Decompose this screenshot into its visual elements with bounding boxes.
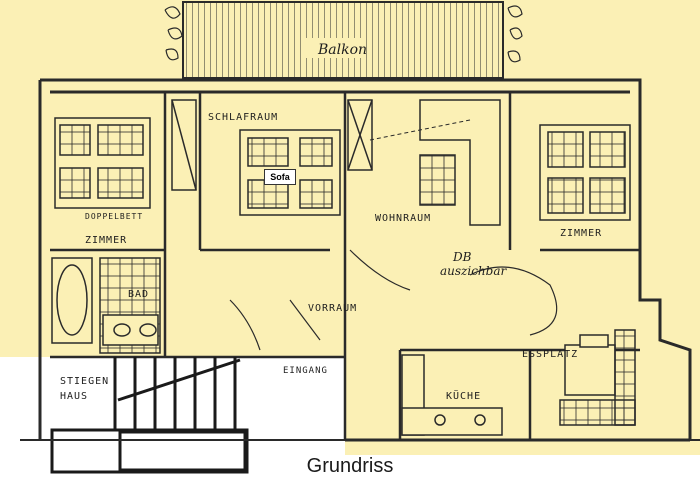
label-auszichbar: auszichbar: [440, 264, 507, 278]
label-db: DB: [453, 250, 472, 264]
label-kueche: KÜCHE: [446, 391, 482, 402]
label-zimmer-right: ZIMMER: [560, 228, 603, 239]
label-haus: HAUS: [60, 391, 89, 402]
wardrobe-left: [171, 99, 197, 191]
dashed-line: [369, 119, 471, 141]
sofa-label: Sofa: [264, 169, 296, 185]
bed-right: [539, 124, 631, 221]
label-stiegen: STIEGEN: [60, 376, 110, 387]
label-eingang: EINGANG: [283, 366, 328, 376]
label-balkon: Balkon: [318, 42, 368, 58]
bathroom-fixtures: [51, 257, 161, 354]
label-doppelbett: DOPPELBETT: [85, 212, 144, 221]
plant-right: [507, 5, 523, 63]
staircase: [50, 357, 249, 474]
label-bad: BAD: [128, 289, 150, 300]
label-essplatz: ESSPLATZ: [522, 349, 579, 360]
door-swings: [229, 249, 558, 351]
plant-left: [164, 6, 183, 61]
label-zimmer-left: ZIMMER: [85, 235, 128, 246]
label-wohnraum: WOHNRAUM: [375, 213, 432, 224]
caption: Grundriss: [306, 455, 394, 477]
label-vorraum: VORRAUM: [308, 303, 358, 314]
label-schlafraum: SCHLAFRAUM: [208, 112, 279, 123]
double-bed-left: [54, 117, 151, 209]
corner-sofa: [419, 99, 501, 226]
kitchen-counter: [401, 354, 503, 436]
balcony: [182, 1, 504, 79]
dining-table: [559, 329, 636, 426]
wardrobe-mid: [347, 99, 373, 171]
